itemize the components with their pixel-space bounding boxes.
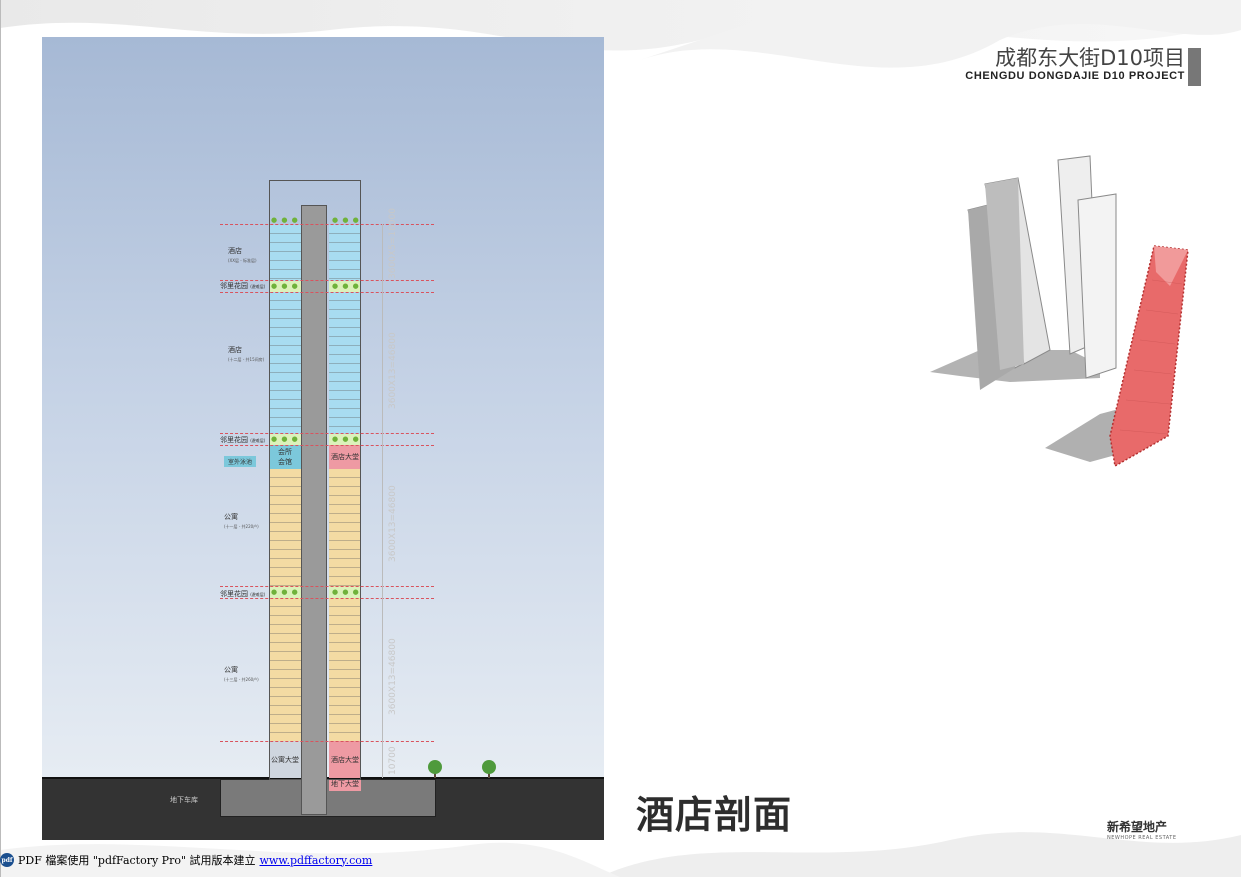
hotel-lobby-block: 酒店大堂	[329, 741, 361, 778]
company-logo: 新希望地产 NEWHOPE REAL ESTATE	[1107, 818, 1176, 841]
dimension-5: 10700	[388, 746, 398, 775]
garden-3-trees-right: ● ● ●	[332, 588, 360, 596]
level-line	[220, 224, 434, 225]
garden-2-trees-right: ● ● ●	[332, 435, 360, 443]
tower-core	[301, 205, 327, 815]
logo-en: NEWHOPE REAL ESTATE	[1107, 835, 1177, 841]
hotel-upper-right	[329, 225, 361, 281]
project-header: 成都东大街D10项目 CHENGDU DONGDAJIE D10 PROJECT	[965, 46, 1185, 83]
apt-lower-left	[269, 598, 301, 741]
garden-1-trees-left: ● ● ●	[271, 282, 299, 290]
dimension-3: 3600X13=46800	[388, 485, 398, 562]
watermark-text: PDF 檔案使用 "pdfFactory Pro" 試用版本建立	[18, 854, 256, 867]
sky-garden-3-right	[329, 587, 361, 598]
apt-lobby-block: 公寓大堂	[269, 741, 301, 778]
header-accent-bar	[1188, 48, 1201, 86]
logo-cn: 新希望地产	[1107, 820, 1168, 834]
basement-lobby-block: 地下大堂	[329, 779, 361, 791]
apt-upper-left	[269, 469, 301, 587]
sky-garden-1-left	[269, 281, 301, 292]
label-apt-upper: 公寓(十一层 - 共220户)	[224, 513, 259, 529]
apt-lower-right	[329, 598, 361, 741]
hotel-lobby-label: 酒店大堂	[331, 756, 359, 764]
dimension-line	[382, 224, 383, 778]
label-hotel-upper: 酒店(XX层 - 标准层)	[228, 247, 257, 263]
sky-garden-3-left	[269, 587, 301, 598]
dimension-2: 3600X13=46800	[388, 332, 398, 409]
hotel-lobby-upper-label: 酒店大堂	[331, 453, 359, 461]
apt-upper-right	[329, 469, 361, 587]
roof-trees-right: ● ● ●	[332, 216, 360, 224]
pdf-watermark: pdf PDF 檔案使用 "pdfFactory Pro" 試用版本建立 www…	[0, 852, 372, 868]
pdffactory-link[interactable]: www.pdffactory.com	[259, 853, 373, 867]
page-title: 酒店剖面	[636, 793, 793, 837]
level-line	[220, 445, 434, 446]
label-sky-garden-1: 邻里花园 (避难层)	[220, 282, 266, 290]
basement-block	[220, 779, 436, 817]
label-apt-lower: 公寓(十三层 - 共260户)	[224, 666, 259, 682]
label-basement: 地下车库	[170, 796, 198, 804]
massing-model	[930, 155, 1189, 468]
highlighted-tower	[1109, 245, 1189, 468]
tree-trunk	[488, 772, 490, 778]
sky-garden-1-right	[329, 281, 361, 292]
club-block: 会所 会馆	[269, 445, 301, 469]
dimension-1: 3600X5=18000	[388, 208, 398, 279]
pdf-icon: pdf	[0, 853, 14, 867]
project-title-en: CHENGDU DONGDAJIE D10 PROJECT	[965, 70, 1185, 82]
basement-lobby-label: 地下大堂	[331, 780, 359, 788]
level-line	[220, 586, 434, 587]
project-title-cn: 成都东大街D10项目	[995, 46, 1185, 70]
level-line	[220, 280, 434, 281]
tree-icon	[482, 760, 496, 774]
tree-trunk	[434, 772, 436, 778]
hotel-lobby-upper-block: 酒店大堂	[329, 445, 361, 469]
hotel-mid-left	[269, 292, 301, 434]
apt-lobby-label: 公寓大堂	[271, 756, 299, 764]
label-sky-garden-3: 邻里花园 (避难层)	[220, 590, 266, 598]
left-border	[0, 0, 1, 877]
label-pool: 室外泳池	[224, 456, 257, 467]
sky-garden-2-right	[329, 434, 361, 445]
level-line	[220, 741, 434, 742]
garden-3-trees-left: ● ● ●	[271, 588, 299, 596]
level-line	[220, 433, 434, 434]
roof-trees-left: ● ● ●	[271, 216, 299, 224]
hotel-mid-right	[329, 292, 361, 434]
club-label: 会所 会馆	[278, 448, 292, 466]
section-diagram: 会所 会馆 公寓大堂 地下大堂 酒店大堂 酒店大堂 ● ● ● ● ● ● ● …	[42, 37, 604, 840]
garden-1-trees-right: ● ● ●	[332, 282, 360, 290]
sky-garden-2-left	[269, 434, 301, 445]
tree-icon	[428, 760, 442, 774]
level-line	[220, 292, 434, 293]
label-hotel-mid: 酒店(十二层 - 共15间房)	[228, 346, 265, 362]
hotel-upper-left	[269, 225, 301, 281]
garden-2-trees-left: ● ● ●	[271, 435, 299, 443]
label-sky-garden-2: 邻里花园 (避难层)	[220, 436, 266, 444]
level-line	[220, 598, 434, 599]
dimension-4: 3600X13=46800	[388, 638, 398, 715]
